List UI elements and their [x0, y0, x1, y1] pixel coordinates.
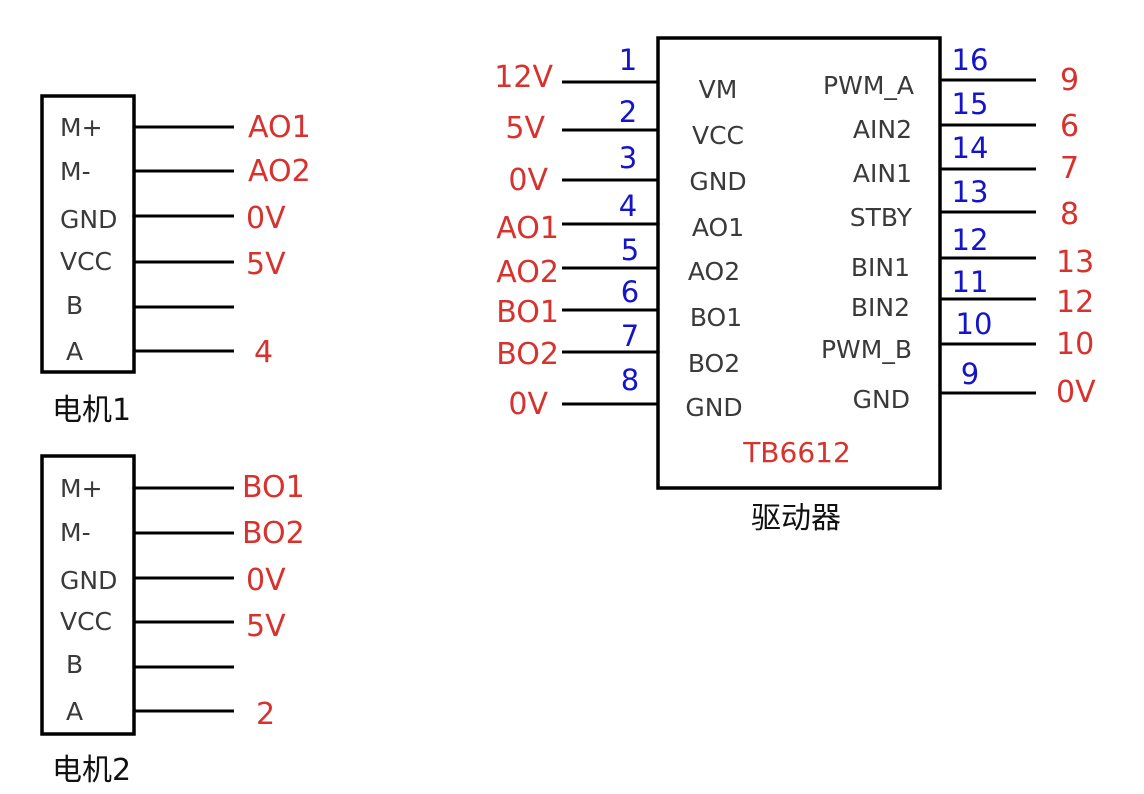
driver-left-signal: BO1	[496, 295, 559, 330]
driver-right-pin-name: STBY	[850, 203, 913, 232]
motor2-pin-name: B	[66, 650, 83, 679]
driver-left-signal: AO1	[496, 211, 559, 246]
driver-right-pin-name: BIN1	[851, 253, 910, 282]
driver-left-pin-name: VM	[699, 75, 738, 104]
driver-left-pin-number: 4	[619, 189, 637, 223]
driver-left-pin-number: 2	[619, 95, 637, 129]
motor2-pin-name: M-	[60, 518, 91, 547]
driver-left-pin-name: AO1	[692, 213, 744, 242]
driver-left-signal: 5V	[505, 111, 545, 146]
driver-box	[656, 36, 942, 490]
motor2-signal-label: BO2	[242, 516, 305, 551]
driver-right-pin-number: 12	[952, 223, 989, 257]
driver-right-signal: 10	[1056, 327, 1094, 362]
motor1-signal-label: 5V	[246, 247, 286, 282]
motor2-signal-label: 0V	[246, 563, 286, 598]
driver-left-signal: AO2	[496, 255, 559, 290]
motor1-pin-name: VCC	[60, 247, 112, 276]
driver-right-pin-number: 11	[952, 265, 989, 299]
driver-right-pin-number: 15	[952, 87, 989, 121]
driver-right-pin-number: 9	[961, 357, 979, 391]
driver-left-pin-number: 6	[621, 275, 639, 309]
motor1-pin-name: M-	[60, 157, 91, 186]
driver-right-signal: 12	[1056, 285, 1094, 320]
motor1-pin-name: M+	[60, 113, 103, 142]
motor1-signal-label: 4	[254, 335, 273, 370]
driver-left-pin-name: GND	[689, 167, 746, 196]
driver-right-pin-number: 16	[952, 43, 989, 77]
driver-left-pin-name: GND	[685, 393, 742, 422]
motor2-block: M+ M- GND VCC B A BO1 BO2 0V 5V 2 电机2	[40, 454, 305, 788]
driver-right-pin-number: 14	[952, 131, 989, 165]
driver-right-pin-name: BIN2	[851, 293, 910, 322]
driver-right-signal: 8	[1060, 197, 1079, 232]
driver-right-pin-number: 13	[952, 175, 989, 209]
driver-left-pin-number: 3	[619, 141, 637, 175]
driver-left-pin-number: 5	[621, 233, 639, 267]
motor2-pin-name: A	[66, 697, 83, 726]
motor1-signal-label: AO1	[248, 110, 311, 145]
motor1-pin-name: GND	[60, 205, 117, 234]
driver-left-pin-name: BO1	[690, 303, 742, 332]
driver-right-pin-name: PWM_B	[821, 335, 912, 364]
driver-block: 12V 5V 0V AO1 AO2 BO1 BO2 0V 1 2 3 4 5 6…	[494, 36, 1096, 536]
driver-left-pin-name: BO2	[688, 349, 740, 378]
motor1-caption: 电机1	[52, 393, 131, 428]
motor2-pin-name: M+	[60, 474, 103, 503]
motor2-pin-name: GND	[60, 566, 117, 595]
driver-right-pin-name: AIN1	[853, 159, 912, 188]
driver-left-pin-name: AO2	[688, 257, 740, 286]
driver-right-signal: 9	[1060, 63, 1079, 98]
motor2-pin-name: VCC	[60, 607, 112, 636]
motor2-box	[40, 454, 136, 736]
driver-right-signal: 13	[1056, 245, 1094, 280]
driver-caption: 驱动器	[751, 501, 841, 536]
driver-left-signal: 0V	[508, 163, 548, 198]
driver-right-signal: 6	[1060, 109, 1079, 144]
motor1-signal-label: AO2	[248, 154, 311, 189]
driver-left-signal: 12V	[494, 60, 553, 95]
motor1-pin-name: B	[66, 291, 83, 320]
motor2-signal-label: 2	[256, 697, 275, 732]
driver-right-pin-name: PWM_A	[823, 71, 914, 100]
motor1-pin-name: A	[66, 337, 83, 366]
driver-right-signal: 7	[1060, 151, 1079, 186]
motor1-signal-label: 0V	[246, 201, 286, 236]
driver-chip-name: TB6612	[742, 436, 851, 469]
driver-right-signal: 0V	[1056, 375, 1096, 410]
driver-right-pin-number: 10	[956, 307, 993, 341]
motor1-box	[40, 94, 136, 374]
driver-left-pin-name: VCC	[692, 121, 744, 150]
driver-left-pin-number: 8	[621, 363, 639, 397]
driver-left-pin-number: 1	[619, 43, 637, 77]
motor1-block: M+ M- GND VCC B A AO1 AO2 0V 5V 4 电机1	[40, 94, 311, 428]
driver-right-pin-name: GND	[853, 385, 910, 414]
driver-right-pin-name: AIN2	[853, 115, 912, 144]
driver-left-pin-number: 7	[621, 319, 639, 353]
driver-left-signal: BO2	[496, 337, 559, 372]
motor2-signal-label: 5V	[246, 609, 286, 644]
driver-left-signal: 0V	[508, 387, 548, 422]
motor2-signal-label: BO1	[242, 470, 305, 505]
motor2-caption: 电机2	[52, 753, 131, 788]
